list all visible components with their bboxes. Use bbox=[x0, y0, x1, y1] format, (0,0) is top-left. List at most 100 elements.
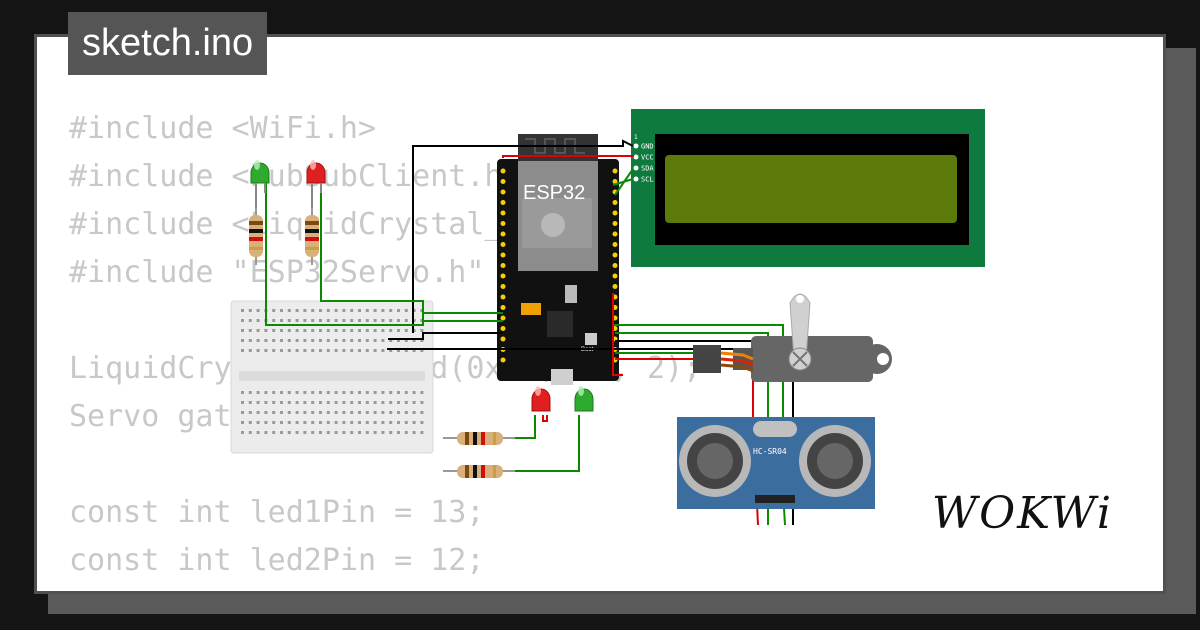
esp32-board[interactable]: ESP32 Boot bbox=[497, 134, 619, 385]
esp32-pin[interactable] bbox=[612, 273, 618, 279]
boot-button[interactable] bbox=[585, 333, 597, 345]
esp32-pin[interactable] bbox=[500, 179, 506, 184]
sensor-label: HC-SR04 bbox=[753, 447, 787, 456]
esp32-pin[interactable] bbox=[500, 315, 506, 321]
wokwi-logo: WOKWi bbox=[931, 488, 1113, 539]
code-line: const int led1Pin = 13; bbox=[69, 495, 485, 530]
breadboard-hole bbox=[373, 339, 377, 342]
breadboard-hole bbox=[241, 421, 244, 424]
servo-motor[interactable] bbox=[693, 293, 892, 382]
breadboard-hole bbox=[280, 401, 283, 404]
esp32-pin[interactable] bbox=[500, 221, 506, 226]
breadboard-hole bbox=[303, 401, 307, 404]
breadboard-hole bbox=[287, 401, 291, 404]
esp32-pin[interactable] bbox=[500, 263, 506, 268]
breadboard-hole bbox=[248, 411, 252, 414]
esp32-pins[interactable] bbox=[500, 168, 618, 363]
esp32-pin[interactable] bbox=[500, 294, 506, 300]
esp32-pin[interactable] bbox=[612, 231, 618, 237]
breadboard-hole bbox=[412, 411, 416, 414]
lcd-display[interactable]: 1 GND VCC SDA SCL bbox=[631, 109, 985, 267]
breadboard-hole bbox=[319, 411, 322, 414]
led-red-2[interactable] bbox=[531, 386, 551, 412]
breadboard-hole bbox=[358, 411, 361, 414]
breadboard-hole bbox=[295, 339, 299, 342]
breadboard-hole bbox=[241, 391, 244, 394]
breadboard-hole bbox=[319, 349, 322, 352]
breadboard-hole bbox=[412, 431, 416, 434]
code-line: #include <WiFi.h> bbox=[69, 111, 377, 146]
lcd-pin-sda[interactable]: SDA bbox=[633, 165, 655, 173]
breadboard-hole bbox=[420, 391, 424, 394]
breadboard-hole bbox=[287, 431, 291, 434]
ultrasonic-sensor[interactable]: HC-SR04 bbox=[677, 417, 875, 509]
breadboard-hole bbox=[326, 339, 330, 342]
breadboard-hole bbox=[295, 411, 299, 414]
esp32-pin[interactable] bbox=[612, 242, 618, 247]
esp32-pin[interactable] bbox=[500, 189, 506, 195]
esp32-pin[interactable] bbox=[500, 242, 506, 247]
servo-horn[interactable] bbox=[789, 293, 811, 359]
breadboard-hole bbox=[365, 421, 369, 424]
breadboard-hole bbox=[248, 349, 252, 352]
esp32-pin[interactable] bbox=[500, 210, 506, 216]
circuit-diagram[interactable]: 1 GND VCC SDA SCL ESP32 Boot bbox=[37, 37, 1163, 591]
esp32-pin[interactable] bbox=[500, 273, 506, 279]
resistor-2[interactable] bbox=[305, 208, 319, 265]
lcd-pin-vcc[interactable]: VCC bbox=[633, 154, 654, 162]
file-title[interactable]: sketch.ino bbox=[68, 12, 268, 75]
breadboard-hole bbox=[256, 431, 260, 434]
breadboard-hole bbox=[248, 309, 252, 312]
esp32-pin[interactable] bbox=[500, 231, 506, 237]
esp32-pin[interactable] bbox=[612, 168, 618, 174]
breadboard-hole bbox=[412, 329, 416, 332]
esp32-pin[interactable] bbox=[612, 200, 618, 205]
esp32-pin[interactable] bbox=[612, 263, 618, 268]
breadboard-hole bbox=[404, 391, 408, 394]
resistor-4[interactable] bbox=[443, 465, 515, 478]
breadboard-hole bbox=[358, 421, 361, 424]
breadboard-hole bbox=[264, 391, 268, 394]
esp32-pin[interactable] bbox=[500, 305, 506, 310]
breadboard-hole bbox=[365, 391, 369, 394]
breadboard-hole bbox=[241, 309, 244, 312]
breadboard-hole bbox=[397, 431, 400, 434]
esp32-pin[interactable] bbox=[612, 210, 618, 216]
usb-connector bbox=[551, 369, 573, 385]
esp32-pin[interactable] bbox=[500, 168, 506, 174]
esp32-pin[interactable] bbox=[500, 357, 506, 363]
esp32-pin[interactable] bbox=[612, 252, 618, 258]
led-green-2[interactable] bbox=[574, 386, 594, 412]
code-preview: #include <WiFi.h> #include <PubSubClient.… bbox=[69, 105, 701, 585]
lcd-pin-gnd[interactable]: GND bbox=[633, 143, 654, 151]
breadboard-hole bbox=[404, 401, 408, 404]
breadboard-hole bbox=[381, 391, 385, 394]
breadboard-hole bbox=[350, 319, 354, 322]
resistor-3[interactable] bbox=[443, 432, 515, 445]
led-green-1[interactable] bbox=[250, 160, 270, 213]
esp32-pin[interactable] bbox=[500, 326, 506, 331]
esp32-pin[interactable] bbox=[500, 336, 506, 342]
esp32-pin[interactable] bbox=[500, 252, 506, 258]
resistor-1[interactable] bbox=[249, 208, 263, 265]
breadboard-hole bbox=[342, 349, 346, 352]
breadboard-hole bbox=[303, 319, 307, 322]
lcd-pin-number: 1 bbox=[634, 134, 638, 141]
esp32-pin[interactable] bbox=[500, 284, 506, 289]
preview-card: #include <WiFi.h> #include <PubSubClient.… bbox=[34, 34, 1166, 594]
lcd-pin-scl[interactable]: SCL bbox=[633, 176, 654, 184]
esp32-pin[interactable] bbox=[500, 200, 506, 205]
led-red-1[interactable] bbox=[306, 160, 326, 213]
esp32-button[interactable] bbox=[565, 285, 577, 303]
code-line: #include <PubSubClient.h> bbox=[69, 159, 521, 194]
breadboard-hole bbox=[311, 339, 315, 342]
esp32-pin[interactable] bbox=[612, 284, 618, 289]
breadboard-hole bbox=[420, 339, 424, 342]
breadboard[interactable] bbox=[230, 300, 434, 454]
esp32-pin[interactable] bbox=[612, 221, 618, 226]
breadboard-hole bbox=[280, 431, 283, 434]
breadboard-hole bbox=[412, 339, 416, 342]
breadboard-hole bbox=[420, 421, 424, 424]
esp32-pin[interactable] bbox=[612, 179, 618, 184]
breadboard-hole bbox=[264, 349, 268, 352]
